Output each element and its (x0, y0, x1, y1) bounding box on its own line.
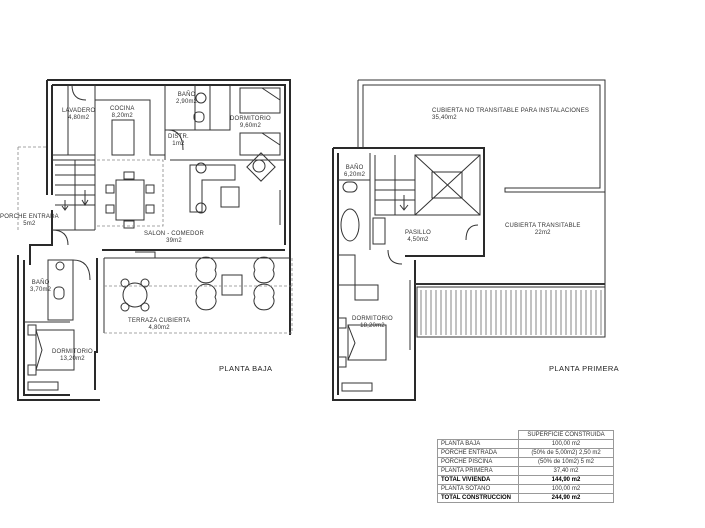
table-row: PLANTA PRIMERA 37,40 m2 (437, 466, 614, 476)
row-label: TOTAL VIVIENDA (437, 475, 519, 485)
row-label: PLANTA BAJA (437, 439, 519, 449)
room-name: DISTR. (168, 134, 189, 140)
row-label: PORCHE ENTRADA (437, 448, 519, 458)
room-name: DORMITORIO (352, 316, 393, 322)
row-value: (50% de 5,00m2) 2,50 m2 (518, 448, 614, 458)
room-name: DORMITORIO (230, 116, 271, 122)
room-label-bano-baja: BAÑO 2,90m2 (176, 92, 197, 106)
ground-floor-walls (17, 79, 291, 401)
room-label-dormitorio-1: DORMITORIO 9,60m2 (230, 116, 271, 130)
planta-primera-title: PLANTA PRIMERA (549, 364, 620, 373)
first-floor-partitions (337, 153, 481, 392)
row-label: PORCHE PISCINA (437, 457, 519, 467)
room-area: 35,40m2 (432, 115, 457, 121)
ground-floor-partitions (24, 84, 290, 391)
room-label-distribuidor: DISTR. 1m2 (168, 134, 189, 148)
room-area: 22m2 (534, 230, 551, 236)
room-area: 39m2 (166, 238, 182, 244)
table-row-total: TOTAL VIVIENDA 144,90 m2 (437, 475, 614, 485)
row-value: 144,90 m2 (518, 475, 614, 485)
room-name: BAÑO (31, 280, 50, 286)
room-label-cubierta-no-transitable: CUBIERTA NO TRANSITABLE PARA INSTALACION… (432, 108, 589, 122)
room-name: BAÑO (345, 165, 364, 171)
table-row: PLANTA BAJA 100,00 m2 (437, 439, 614, 449)
room-name: COCINA (110, 106, 135, 112)
first-floor-walls (332, 147, 485, 401)
room-label-dormitorio-primera: DORMITORIO 18,20m2 (352, 316, 393, 330)
row-value: 100,00 m2 (518, 484, 614, 494)
room-name: SALON - COMEDOR (144, 231, 205, 237)
room-area: 1m2 (172, 141, 185, 147)
room-label-salon-comedor: SALON - COMEDOR 39m2 (144, 231, 204, 245)
room-label-bano-primera: BAÑO 6,20m2 (344, 165, 365, 179)
room-label-dormitorio-2: DORMITORIO 13,20m2 (52, 349, 93, 363)
table-row-total: TOTAL CONSTRUCCION 244,90 m2 (437, 493, 614, 503)
room-area: 8,20m2 (111, 113, 133, 119)
first-floor-roof (357, 79, 606, 338)
room-name: CUBIERTA TRANSITABLE (505, 223, 581, 229)
superficie-construida-table: SUPERFICIE CONSTRUIDA PLANTA BAJA 100,00… (437, 430, 614, 503)
table-row: PORCHE ENTRADA (50% de 5,00m2) 2,50 m2 (437, 448, 614, 458)
room-area: 4,50m2 (407, 237, 429, 243)
row-label: PLANTA PRIMERA (437, 466, 519, 476)
room-area: 18,20m2 (360, 323, 385, 329)
table-cell (438, 431, 519, 440)
room-name: PORCHE ENTRADA (0, 214, 59, 220)
row-value: 37,40 m2 (518, 466, 614, 476)
row-label: PLANTA SOTANO (437, 484, 519, 494)
ground-floor-dashed (17, 146, 293, 334)
planta-baja-title: PLANTA BAJA (219, 364, 273, 373)
room-area: 13,20m2 (60, 356, 85, 362)
room-name: DORMITORIO (52, 349, 93, 355)
room-name: CUBIERTA NO TRANSITABLE PARA INSTALACION… (432, 108, 590, 114)
room-label-lavadero: LAVADERO 4,80m2 (62, 108, 95, 122)
room-name: LAVADERO (62, 108, 96, 114)
row-label: TOTAL CONSTRUCCION (437, 493, 519, 503)
room-label-terraza-cubierta: TERRAZA CUBIERTA 4,80m2 (128, 318, 190, 332)
table-header: SUPERFICIE CONSTRUIDA (518, 430, 614, 440)
row-value: 244,90 m2 (518, 493, 614, 503)
room-area: 4,80m2 (148, 325, 170, 331)
room-label-pasillo: PASILLO 4,50m2 (405, 230, 431, 244)
room-label-bano-2: BAÑO 3,70m2 (30, 280, 51, 294)
room-area: 6,20m2 (344, 172, 366, 178)
room-name: TERRAZA CUBIERTA (128, 318, 191, 324)
room-area: 4,80m2 (68, 115, 90, 121)
room-name: BAÑO (177, 92, 196, 98)
room-label-cubierta-transitable: CUBIERTA TRANSITABLE 22m2 (505, 223, 581, 237)
first-floor-slats (420, 290, 602, 335)
room-label-cocina: COCINA 8,20m2 (110, 106, 135, 120)
room-area: 2,90m2 (176, 99, 198, 105)
room-label-porche-entrada: PORCHE ENTRADA 5m2 (0, 214, 59, 228)
room-area: 5m2 (23, 221, 36, 227)
row-value: 100,00 m2 (518, 439, 614, 449)
room-area: 3,70m2 (30, 287, 52, 293)
room-area: 9,60m2 (239, 123, 262, 129)
table-row: PORCHE PISCINA (50% de 10m2) 5 m2 (437, 457, 614, 467)
table-header-row: SUPERFICIE CONSTRUIDA (438, 430, 614, 440)
table-row: PLANTA SOTANO 100,00 m2 (437, 484, 614, 494)
room-name: PASILLO (405, 230, 431, 236)
row-value: (50% de 10m2) 5 m2 (518, 457, 614, 467)
